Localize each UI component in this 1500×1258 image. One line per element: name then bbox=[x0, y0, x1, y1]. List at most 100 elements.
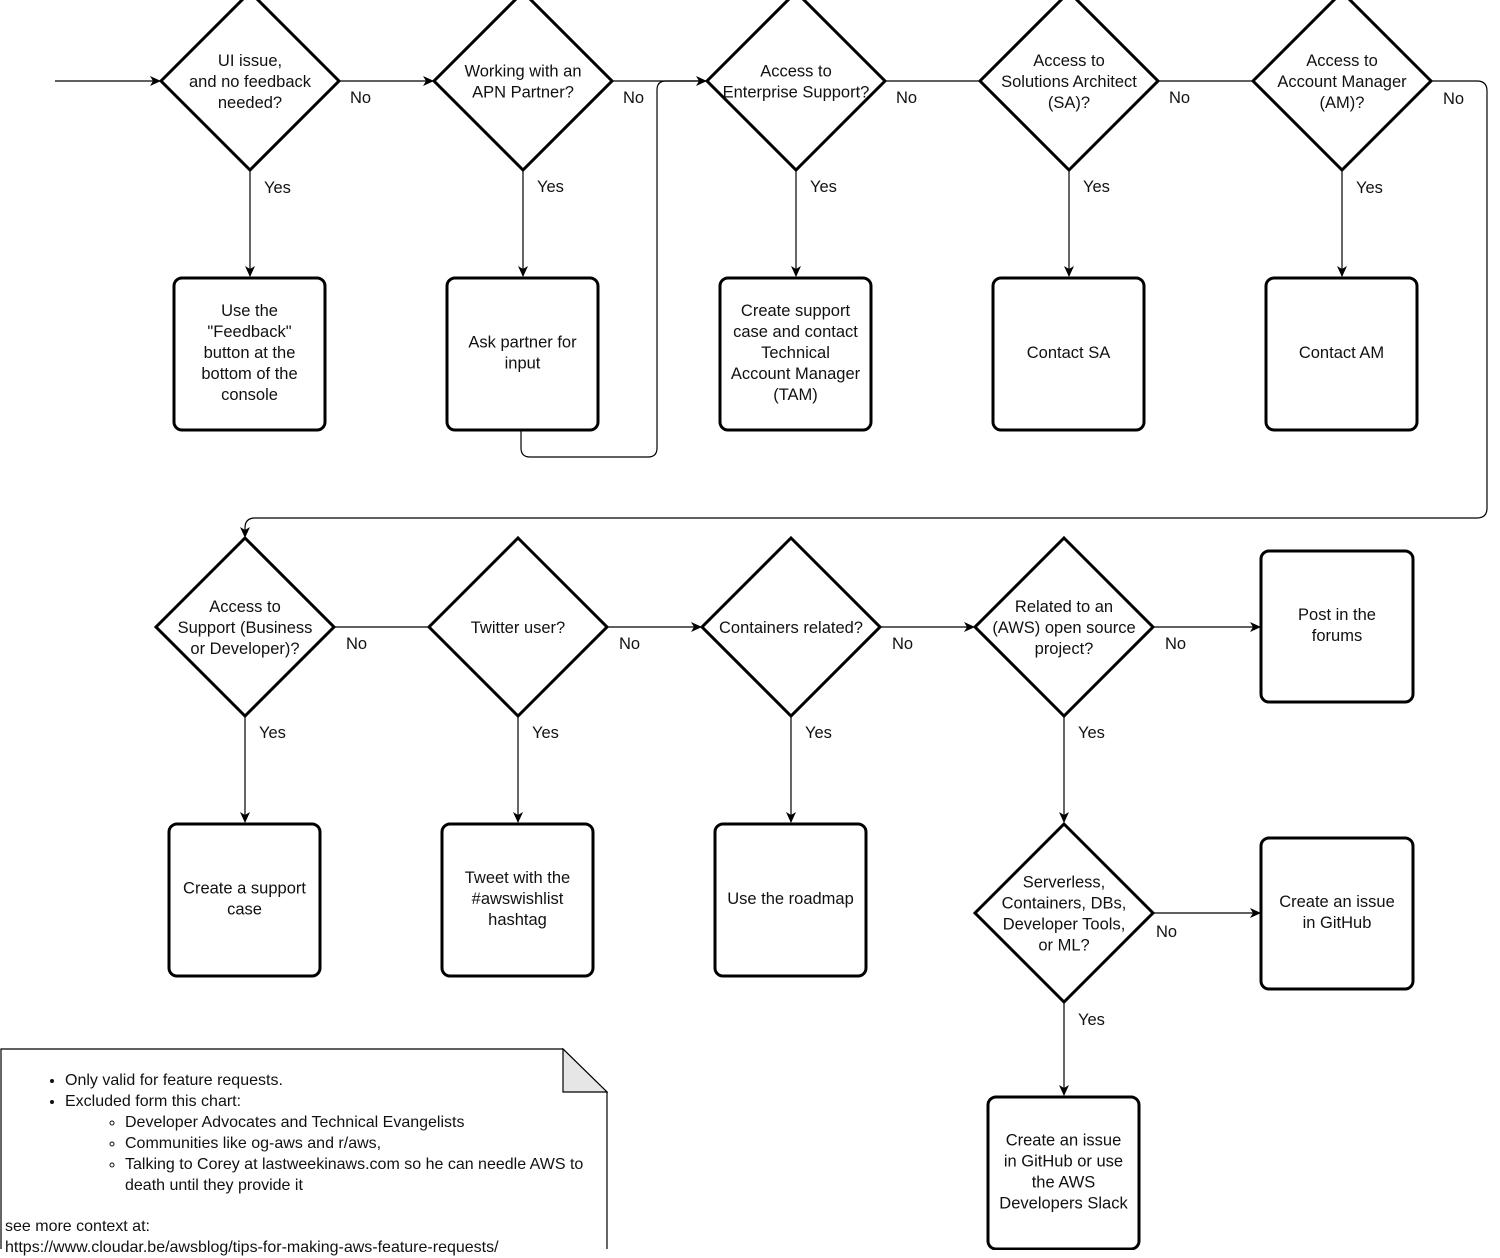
action-box bbox=[986, 1095, 1141, 1250]
action-label: in GitHub or use bbox=[1004, 1153, 1123, 1171]
decision-label: Serverless, bbox=[1023, 874, 1106, 892]
edge-label-yes: Yes bbox=[1083, 178, 1110, 196]
action-label: the AWS bbox=[1032, 1174, 1096, 1192]
edge-label-yes: Yes bbox=[1356, 179, 1383, 197]
action-label: case and contact bbox=[733, 323, 858, 341]
arrowhead bbox=[691, 622, 702, 632]
arrowhead bbox=[1337, 266, 1347, 277]
action-case: Create a support case bbox=[167, 822, 322, 978]
arrowhead bbox=[1059, 1085, 1069, 1096]
action-label: Ask partner for bbox=[468, 334, 577, 352]
decision-diamond bbox=[426, 535, 610, 719]
action-box bbox=[1264, 276, 1419, 432]
arrowhead bbox=[1250, 622, 1261, 632]
action-label: in GitHub bbox=[1303, 914, 1372, 932]
action-roadmap: Use the roadmap bbox=[713, 822, 868, 978]
edge-label-no: No bbox=[896, 89, 917, 107]
note-bullet-text: Excluded form this chart: bbox=[65, 1093, 242, 1110]
decision-label: Access to bbox=[760, 63, 832, 81]
edge-label-no: No bbox=[1156, 923, 1177, 941]
edge-label-no: No bbox=[623, 89, 644, 107]
action-tweet: Tweet with the #awswishlist hashtag bbox=[440, 822, 595, 978]
edge-label-yes: Yes bbox=[1078, 1011, 1105, 1029]
decision-label: UI issue, bbox=[218, 52, 282, 70]
decision-label: Twitter user? bbox=[471, 619, 565, 637]
decision-diamond bbox=[972, 535, 1156, 719]
action-box bbox=[718, 276, 873, 432]
action-label: button at the bbox=[204, 344, 296, 362]
decision-diamond bbox=[1250, 0, 1434, 173]
action-label: Create an issue bbox=[1006, 1132, 1122, 1150]
note-context: see more context at: https://www.cloudar… bbox=[5, 1216, 499, 1258]
action-label: (TAM) bbox=[773, 386, 818, 404]
action-box bbox=[172, 276, 327, 432]
decision-label: project? bbox=[1035, 640, 1094, 658]
decision-diamond bbox=[972, 821, 1156, 1005]
action-label: Tweet with the bbox=[465, 869, 570, 887]
decision-diamond bbox=[704, 0, 888, 173]
edge-label-no: No bbox=[619, 635, 640, 653]
action-label: forums bbox=[1312, 627, 1362, 645]
note-bullet: Only valid for feature requests. bbox=[65, 1070, 605, 1091]
edge-loop bbox=[520, 80, 705, 458]
decision-svc: Serverless,Containers, DBs,Developer Too… bbox=[972, 821, 1156, 1005]
action-label: Technical bbox=[761, 344, 830, 362]
decision-label: Containers, DBs, bbox=[1002, 895, 1127, 913]
arrowhead bbox=[245, 266, 255, 277]
decision-diamond bbox=[977, 0, 1161, 173]
decision-label: Account Manager bbox=[1277, 73, 1407, 91]
arrowhead bbox=[1250, 908, 1261, 918]
decision-label: Enterprise Support? bbox=[723, 84, 870, 102]
edge-wrap bbox=[244, 80, 1488, 536]
decision-label: Support (Business bbox=[178, 619, 313, 637]
action-label: Post in the bbox=[1298, 606, 1376, 624]
action-box bbox=[991, 276, 1146, 432]
note-bullet-excluded: Excluded form this chart: Developer Advo… bbox=[65, 1091, 605, 1196]
decision-tw: Twitter user? bbox=[426, 535, 610, 719]
action-label: Use the roadmap bbox=[727, 890, 854, 908]
decision-label: Access to bbox=[1306, 52, 1378, 70]
decision-label: Containers related? bbox=[719, 619, 863, 637]
action-partner: Ask partner for input bbox=[445, 276, 600, 432]
decision-label: Access to bbox=[209, 598, 281, 616]
arrowhead bbox=[1064, 266, 1074, 277]
decision-label: needed? bbox=[218, 94, 282, 112]
action-label: Use the bbox=[221, 302, 278, 320]
decision-diamond bbox=[431, 0, 615, 173]
edge-label-no: No bbox=[1443, 90, 1464, 108]
action-label: Contact AM bbox=[1299, 344, 1384, 362]
action-label: input bbox=[505, 355, 541, 373]
decision-diamond bbox=[158, 0, 342, 173]
arrowhead bbox=[791, 266, 801, 277]
note-context-link[interactable]: https://www.cloudar.be/awsblog/tips-for-… bbox=[5, 1239, 499, 1256]
arrowhead bbox=[240, 812, 250, 823]
decision-label: Related to an bbox=[1015, 598, 1113, 616]
note-context-label: see more context at: bbox=[5, 1218, 150, 1235]
decision-ent: Access to Enterprise Support? bbox=[704, 0, 888, 173]
action-forums: Post in the forums bbox=[1259, 549, 1415, 704]
decision-label: APN Partner? bbox=[472, 84, 574, 102]
action-label: Create a support bbox=[183, 880, 306, 898]
action-box bbox=[440, 822, 595, 978]
action-label: hashtag bbox=[488, 911, 547, 929]
action-box bbox=[1259, 549, 1415, 704]
edge-label-no: No bbox=[346, 635, 367, 653]
action-label: case bbox=[227, 901, 262, 919]
edge-label-yes: Yes bbox=[805, 724, 832, 742]
arrowhead bbox=[150, 76, 161, 86]
action-label: #awswishlist bbox=[472, 890, 564, 908]
action-am: Contact AM bbox=[1264, 276, 1419, 432]
decision-cont: Containers related? bbox=[699, 535, 883, 719]
action-gh: Create an issue in GitHub bbox=[1259, 836, 1415, 991]
edge-label-no: No bbox=[892, 635, 913, 653]
action-label: Create an issue bbox=[1279, 893, 1395, 911]
action-box bbox=[1259, 836, 1415, 991]
decision-label: Access to bbox=[1033, 52, 1105, 70]
action-label: console bbox=[221, 386, 278, 404]
decision-label: Working with an bbox=[464, 63, 581, 81]
action-label: Developers Slack bbox=[999, 1195, 1128, 1213]
